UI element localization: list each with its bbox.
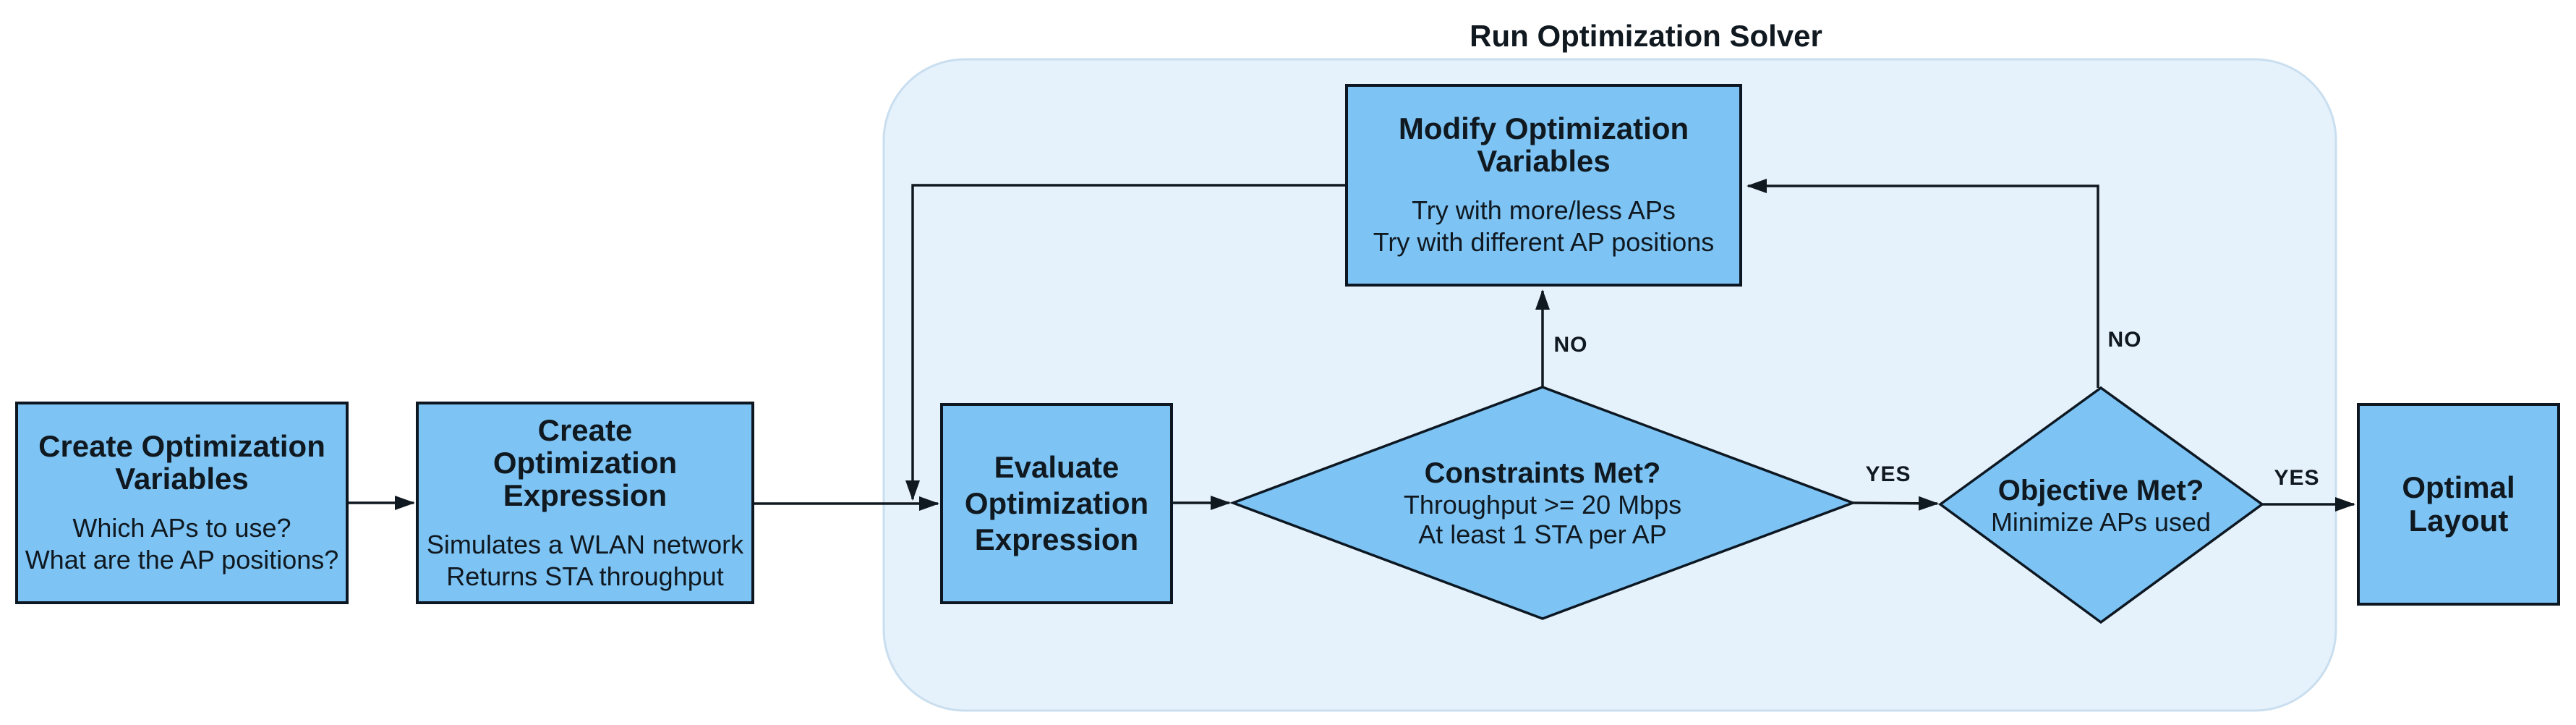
node-title: Evaluate Optimization Expression bbox=[965, 449, 1148, 558]
node-body: Simulates a WLAN network Returns STA thr… bbox=[427, 529, 743, 593]
node-evaluate-optimization-expression: Evaluate Optimization Expression bbox=[940, 403, 1173, 604]
node-body: Try with more/less APs Try with differen… bbox=[1373, 195, 1715, 258]
solver-container bbox=[882, 58, 2337, 712]
node-modify-optimization-variables: Modify Optimization Variables Try with m… bbox=[1345, 84, 1742, 287]
title-line: Expression bbox=[974, 522, 1139, 556]
edge-label-constraints-yes: YES bbox=[1865, 462, 1911, 486]
edge-label-objective-yes: YES bbox=[2274, 466, 2320, 490]
body-line: Try with more/less APs bbox=[1412, 195, 1676, 225]
node-optimal-layout: Optimal Layout bbox=[2357, 403, 2560, 606]
node-title: Modify Optimization Variables bbox=[1399, 112, 1689, 177]
edge-modify-to-evaluate bbox=[905, 184, 1345, 501]
body-line: What are the AP positions? bbox=[25, 545, 339, 575]
node-create-optimization-variables: Create Optimization Variables Which APs … bbox=[15, 402, 349, 604]
title-line: Optimization Expression bbox=[492, 445, 678, 512]
title-line: Optimal bbox=[2402, 470, 2515, 504]
node-title: Optimal Layout bbox=[2402, 471, 2515, 538]
edge-constraints-yes-to-objective bbox=[1852, 496, 1939, 511]
title-line: Layout bbox=[2408, 504, 2509, 538]
title-line: Variables bbox=[115, 462, 249, 496]
edge-label-constraints-no: NO bbox=[1553, 333, 1588, 357]
title-line: Modify Optimization bbox=[1398, 111, 1689, 145]
title-line: Variables bbox=[1477, 144, 1611, 178]
node-body: Which APs to use? What are the AP positi… bbox=[25, 512, 339, 576]
body-line: Simulates a WLAN network bbox=[426, 529, 744, 559]
body-line: Which APs to use? bbox=[72, 513, 291, 543]
title-line: Evaluate bbox=[994, 450, 1119, 484]
node-title: Create Optimization Expression bbox=[419, 414, 751, 512]
edge-objective-no-to-modify bbox=[1747, 179, 2099, 388]
body-line: Try with different AP positions bbox=[1373, 227, 1715, 257]
title-line: Optimization bbox=[964, 486, 1149, 520]
edge-label-objective-no: NO bbox=[2107, 328, 2142, 352]
title-line: Create Optimization bbox=[38, 429, 325, 463]
node-title: Create Optimization Variables bbox=[38, 430, 325, 495]
node-create-optimization-expression: Create Optimization Expression Simulates… bbox=[416, 402, 754, 604]
solver-group-title: Run Optimization Solver bbox=[1470, 19, 1822, 53]
body-line: Returns STA throughput bbox=[446, 561, 724, 591]
title-line: Create bbox=[537, 412, 633, 447]
